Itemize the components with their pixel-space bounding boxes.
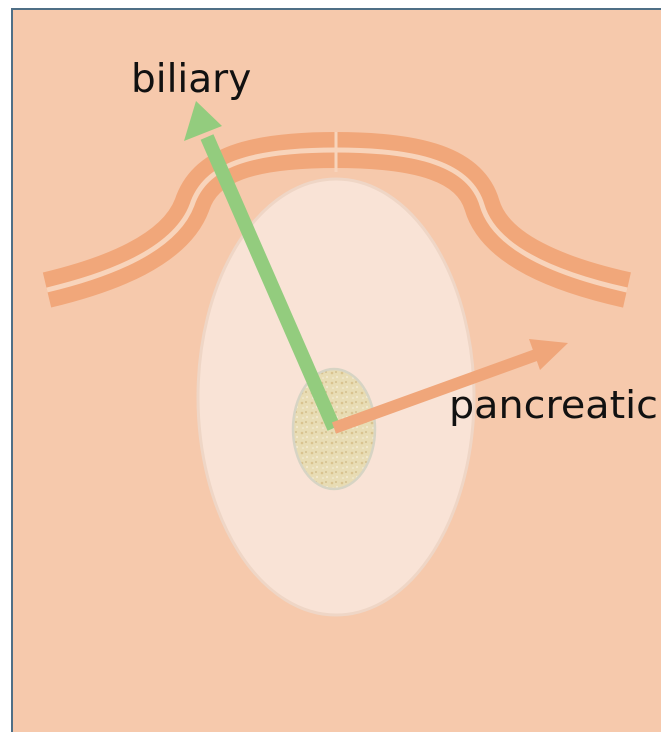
- pancreatic-label: pancreatic: [449, 383, 658, 427]
- papillary-orifice: [293, 369, 375, 489]
- biliary-label: biliary: [131, 57, 251, 102]
